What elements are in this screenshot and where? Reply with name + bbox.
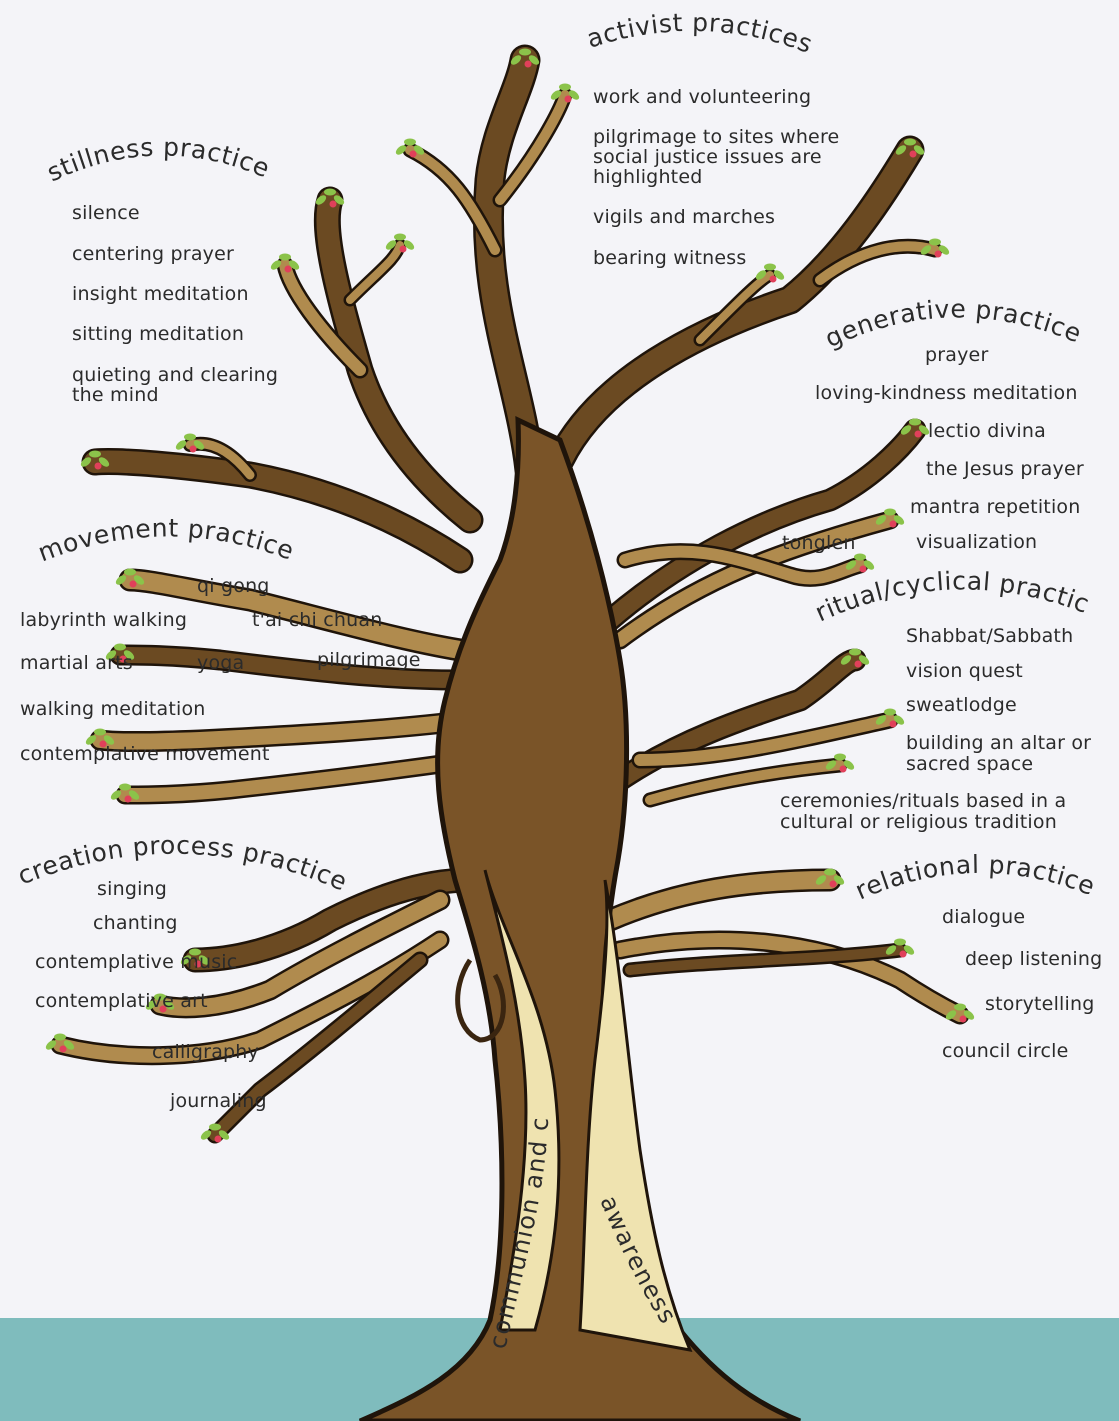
creation-item: calligraphy (152, 1042, 259, 1063)
activist-item: work and volunteering (593, 87, 811, 108)
leaf (764, 264, 776, 271)
stillness-practices-title: stillness practices (0, 0, 274, 187)
generative-item: mantra repetition (910, 497, 1081, 518)
blossom (935, 251, 942, 258)
stillness-item: centering prayer (72, 244, 234, 265)
activist-item: vigils and marches (593, 207, 775, 228)
branch (100, 720, 470, 742)
leaf (884, 509, 896, 516)
creation-item: contemplative music (35, 952, 237, 973)
ritual-item: ceremonies/rituals based in a cultural o… (780, 791, 1080, 833)
blossom (915, 431, 922, 438)
relational-item: storytelling (985, 994, 1095, 1015)
movement-item: qi gong (197, 576, 270, 597)
creation-item: chanting (93, 913, 178, 934)
creation-item: contemplative art (35, 991, 208, 1012)
leaf (119, 784, 131, 791)
blossom (565, 96, 572, 103)
leaf (94, 729, 106, 736)
leaf (929, 239, 941, 246)
leaf (54, 1034, 66, 1041)
branch (610, 880, 830, 920)
leaf (904, 139, 916, 146)
blossom (910, 151, 917, 158)
generative-item: prayer (925, 345, 988, 366)
creation-item: journaling (170, 1091, 267, 1112)
activist-item: bearing witness (593, 248, 746, 269)
blossom (215, 1136, 222, 1143)
relational-item: dialogue (942, 907, 1025, 928)
leaf (854, 554, 866, 561)
leaf (884, 709, 896, 716)
blossom (840, 766, 847, 773)
generative-item: tonglen (782, 533, 856, 554)
relational-item: deep listening (965, 949, 1102, 970)
branch (488, 60, 530, 470)
blossom (400, 246, 407, 253)
blossom (410, 151, 417, 158)
stillness-item: insight meditation (72, 284, 249, 305)
stillness-item: sitting meditation (72, 324, 244, 345)
leaf (89, 451, 101, 458)
blossom (190, 446, 197, 453)
activist-item: pilgrimage to sites where social justice… (593, 127, 853, 187)
generative-item: loving-kindness meditation (815, 383, 1078, 404)
stillness-item: silence (72, 203, 140, 224)
blossom (890, 521, 897, 528)
leaf (209, 1124, 221, 1131)
ritual-item: Shabbat/Sabbath (906, 626, 1073, 647)
blossom (60, 1046, 67, 1053)
leaf (394, 234, 406, 241)
blossom (95, 463, 102, 470)
leaf (324, 189, 336, 196)
leaf (849, 649, 861, 656)
leaf (124, 569, 136, 576)
movement-item: contemplative movement (20, 744, 270, 765)
branch (350, 245, 400, 300)
leaf (184, 434, 196, 441)
blossom (130, 581, 137, 588)
blossom (525, 61, 532, 68)
movement-item: pilgrimage (317, 650, 421, 671)
leaf (894, 939, 906, 946)
blossom (890, 721, 897, 728)
blossom (855, 661, 862, 668)
ritual-item: building an altar or sacred space (906, 733, 1096, 775)
movement-item: t'ai chi chuan (252, 610, 382, 631)
blossom (860, 566, 867, 573)
blossom (285, 266, 292, 273)
leaf (279, 254, 291, 261)
leaf (824, 869, 836, 876)
generative-item: the Jesus prayer (926, 459, 1084, 480)
blossom (770, 276, 777, 283)
movement-item: yoga (197, 653, 244, 674)
leaf (519, 49, 531, 56)
leaf (114, 644, 126, 651)
creation-item: singing (97, 879, 167, 900)
leaf (834, 754, 846, 761)
blossom (330, 201, 337, 208)
activist-practices-title: activist practices (583, 8, 816, 59)
ritual-item: vision quest (906, 661, 1023, 682)
generative-item: lectio divina (928, 421, 1046, 442)
stillness-item: quieting and clearing the mind (72, 365, 287, 405)
ritual-item: sweatlodge (906, 695, 1017, 716)
leaf (909, 419, 921, 426)
movement-item: walking meditation (20, 699, 206, 720)
relational-item: council circle (942, 1041, 1069, 1062)
blossom (960, 1016, 967, 1023)
movement-item: labyrinth walking (20, 610, 187, 631)
leaf (559, 84, 571, 91)
leaf (954, 1004, 966, 1011)
blossom (830, 881, 837, 888)
generative-item: visualization (916, 532, 1037, 553)
blossom (125, 796, 132, 803)
leaf (404, 139, 416, 146)
blossom (900, 951, 907, 958)
movement-item: martial arts (20, 653, 133, 674)
